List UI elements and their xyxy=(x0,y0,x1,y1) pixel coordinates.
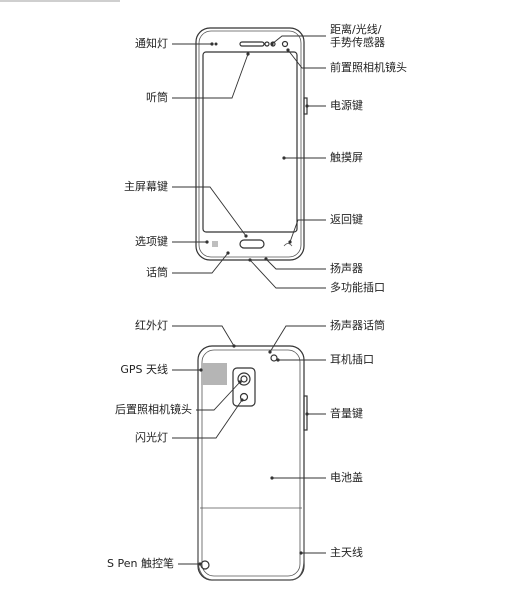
main-antenna-region xyxy=(197,500,305,581)
headset-jack-shape xyxy=(270,354,278,362)
label-menu-key: 选项键 xyxy=(135,235,168,248)
leader-dot-front-camera xyxy=(286,48,290,52)
leader-dot-mic xyxy=(226,251,230,255)
notification-light-dot xyxy=(214,42,218,46)
rear-camera-lens-outer xyxy=(237,372,251,386)
leader-dot-volume xyxy=(305,412,309,416)
leader-multipurpose-jack xyxy=(249,259,326,289)
label-power-key: 电源键 xyxy=(330,99,363,112)
leader-dot-back xyxy=(288,240,292,244)
label-headset-jack: 耳机插口 xyxy=(330,353,374,366)
label-proximity-sensor-line2: 手势传感器 xyxy=(330,36,385,49)
leader-speaker xyxy=(265,258,326,270)
leader-flash xyxy=(172,399,243,439)
label-home-key: 主屏幕键 xyxy=(124,180,168,193)
leader-dot-headset xyxy=(276,358,280,362)
label-proximity-sensor-line1: 距离/光线/ xyxy=(330,23,382,36)
leader-dot-notification xyxy=(210,42,214,46)
label-back-key: 返回键 xyxy=(330,213,363,226)
leader-dot-s-pen xyxy=(198,562,202,566)
back-leader-lines xyxy=(172,325,326,566)
label-speakerphone-mic: 扬声器话筒 xyxy=(330,319,385,332)
back-phone-illustration xyxy=(197,345,308,581)
leader-dot-gps xyxy=(199,368,203,372)
label-front-camera: 前置照相机镜头 xyxy=(330,61,407,74)
label-infrared-led: 红外灯 xyxy=(135,319,168,332)
leader-dot-touchscreen xyxy=(282,156,286,160)
front-camera-lens xyxy=(281,40,289,48)
label-back-cover: 电池盖 xyxy=(330,471,363,484)
leader-back-key xyxy=(289,219,326,243)
leader-dot-menu xyxy=(205,240,209,244)
leader-dot-speaker xyxy=(264,257,268,261)
leader-microphone xyxy=(172,252,229,274)
rear-camera-lens-inner xyxy=(240,375,248,383)
front-screen xyxy=(202,51,298,233)
front-body-outline xyxy=(195,27,305,261)
leader-dot-jack xyxy=(248,258,252,262)
flash-shape xyxy=(239,392,249,402)
leader-dot-sensor xyxy=(270,42,274,46)
leader-proximity-sensor xyxy=(271,35,326,45)
leader-earpiece xyxy=(172,53,249,99)
label-touchscreen: 触摸屏 xyxy=(330,151,363,164)
label-proximity-sensor: 距离/光线/ 手势传感器 xyxy=(330,23,385,49)
leader-dot-earpiece xyxy=(246,52,250,56)
leader-dot-rear-camera xyxy=(238,380,242,384)
back-body-inner xyxy=(201,349,301,577)
label-gps-antenna: GPS 天线 xyxy=(120,363,168,376)
leader-dot-flash xyxy=(240,398,244,402)
earpiece-grille xyxy=(239,41,265,47)
sensor-dot-1 xyxy=(264,41,270,47)
leader-dot-infrared xyxy=(232,344,236,348)
label-speaker: 扬声器 xyxy=(330,262,363,275)
front-leader-lines xyxy=(172,35,326,289)
home-button-shape xyxy=(239,239,265,249)
menu-key-shape xyxy=(212,241,218,247)
leader-dot-power xyxy=(305,104,309,108)
leader-speakerphone-mic xyxy=(269,325,326,353)
leader-infrared xyxy=(172,325,235,347)
gps-antenna-area xyxy=(201,363,227,385)
header-fragment xyxy=(0,0,120,2)
leader-front-camera xyxy=(287,49,326,69)
leader-rear-camera xyxy=(196,381,241,411)
label-microphone: 话筒 xyxy=(146,266,168,279)
leader-dot-speakerphone xyxy=(268,350,272,354)
front-body-inner xyxy=(198,30,302,258)
back-key-shape xyxy=(283,243,293,247)
leader-dot-antenna xyxy=(299,551,303,555)
front-phone-illustration xyxy=(195,27,308,261)
label-s-pen: S Pen 触控笔 xyxy=(107,557,174,570)
leader-home-key xyxy=(172,186,247,237)
label-earpiece: 听筒 xyxy=(146,91,168,104)
label-rear-camera: 后置照相机镜头 xyxy=(115,403,192,416)
label-multipurpose-jack: 多功能插口 xyxy=(330,281,385,294)
label-volume-key: 音量键 xyxy=(330,407,363,420)
label-flash: 闪光灯 xyxy=(135,431,168,444)
label-notification-light: 通知灯 xyxy=(135,37,168,50)
label-main-antenna: 主天线 xyxy=(330,546,363,559)
leader-dot-home xyxy=(244,234,248,238)
leader-dot-cover xyxy=(270,476,274,480)
rear-camera-module xyxy=(232,367,256,407)
